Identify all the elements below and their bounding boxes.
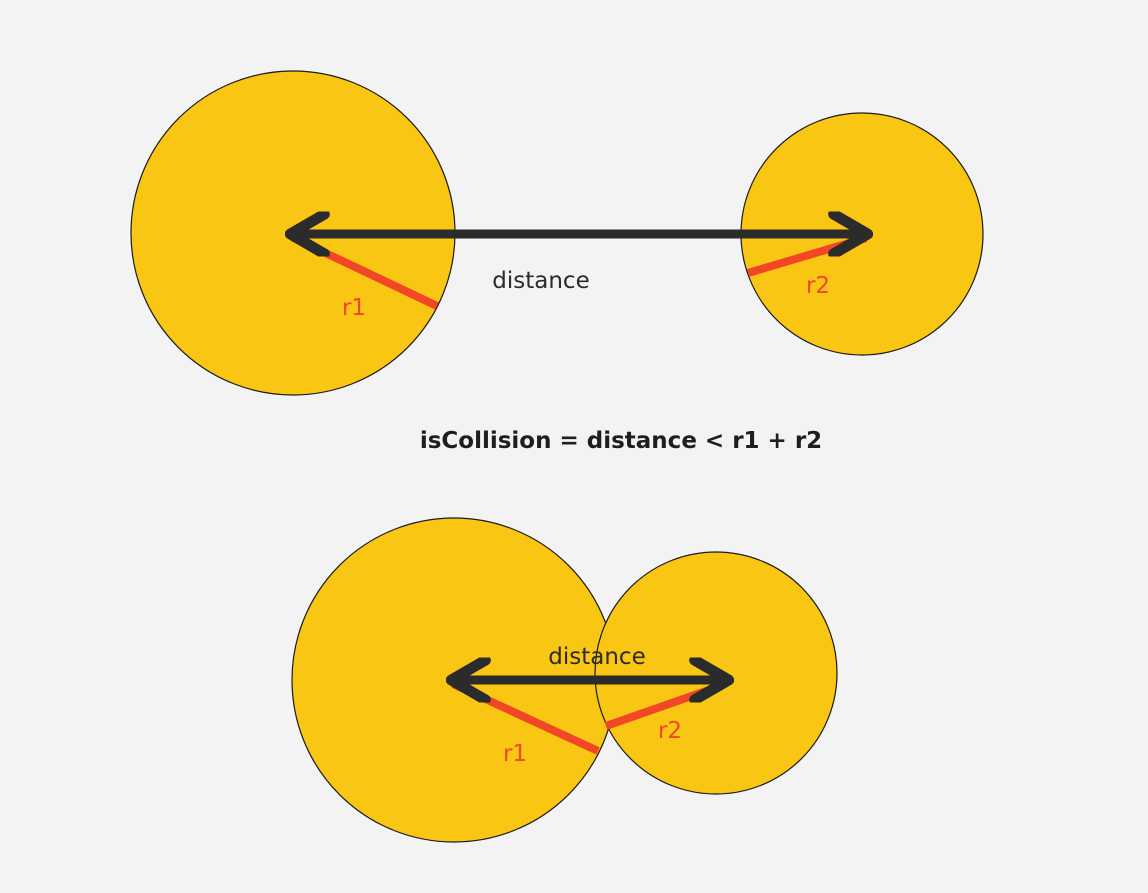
r1-label: r1 — [503, 741, 527, 767]
scenario-colliding: distance r1 r2 — [291, 517, 838, 843]
r2-label: r2 — [806, 273, 830, 299]
distance-label: distance — [548, 644, 645, 670]
scenario-separate: distance r1 r2 — [130, 70, 984, 396]
distance-label: distance — [492, 268, 589, 294]
r2-label: r2 — [658, 718, 682, 744]
formula-text: isCollision = distance < r1 + r2 — [420, 428, 822, 454]
r1-label: r1 — [342, 295, 366, 321]
circle-2 — [594, 551, 838, 795]
